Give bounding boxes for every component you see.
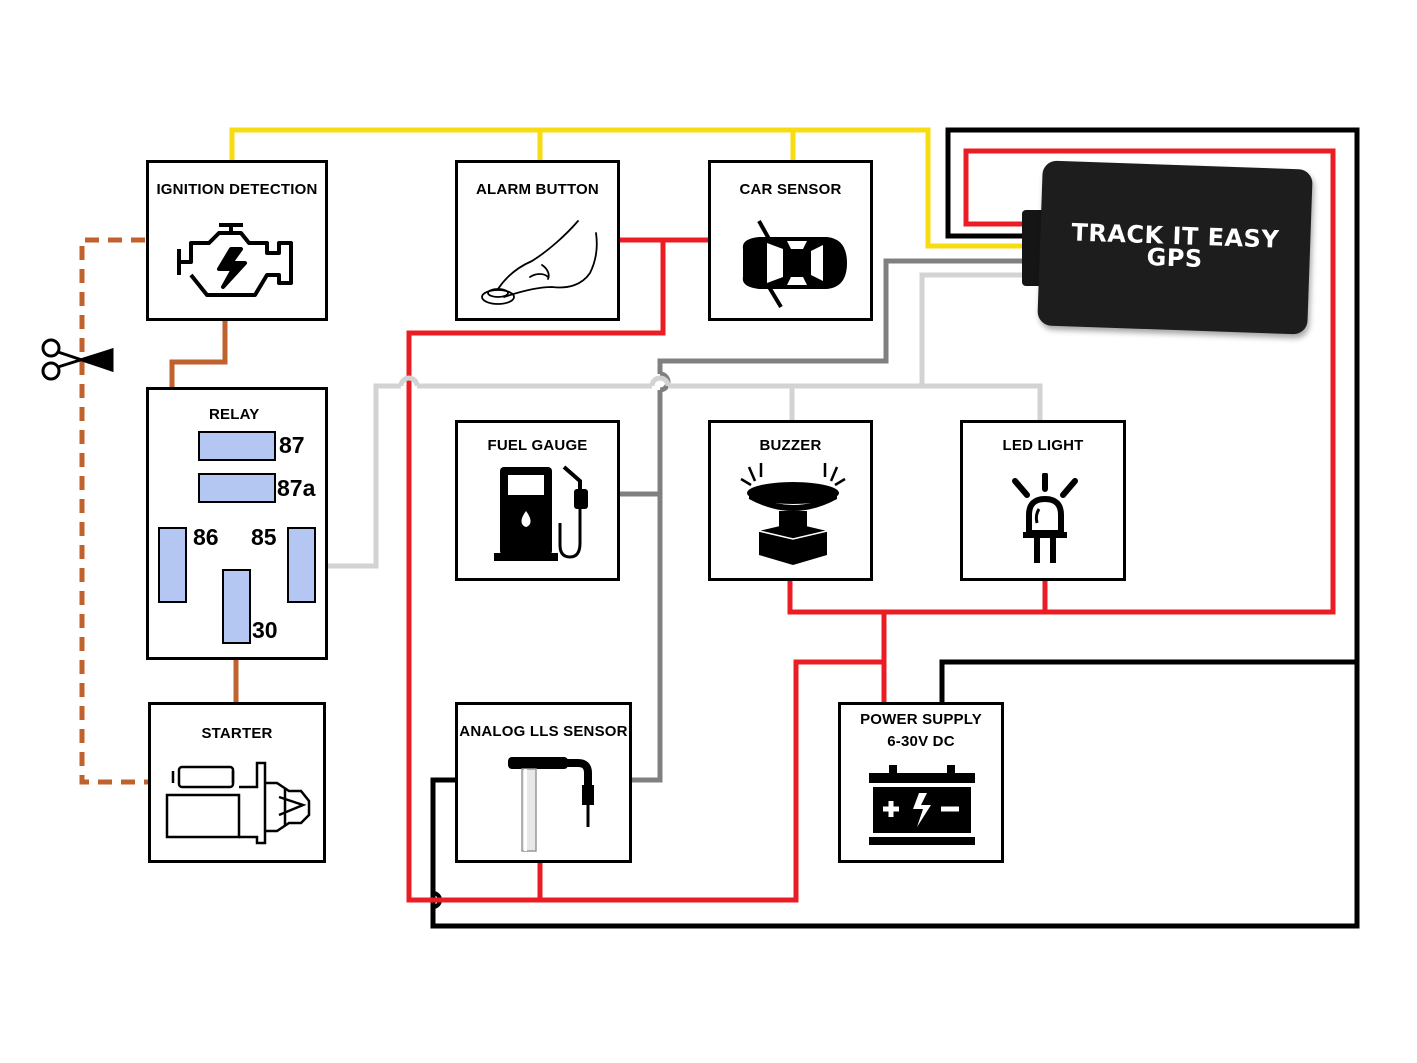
power-supply-box: POWER SUPPLY 6-30V DC	[838, 702, 1004, 863]
power-supply-title-line2: 6-30V DC	[887, 733, 955, 750]
alarm-button-title: ALARM BUTTON	[476, 181, 599, 198]
fuel-gauge-box: FUEL GAUGE	[455, 420, 620, 581]
relay-pin-30	[222, 569, 251, 644]
relay-pin-87a-label: 87a	[277, 475, 316, 501]
relay-pin-87-label: 87	[279, 432, 305, 458]
starter-title: STARTER	[201, 725, 273, 742]
relay-pin-86-label: 86	[193, 524, 219, 550]
led-light-box: LED LIGHT	[960, 420, 1126, 581]
wire-inputs	[620, 258, 1026, 783]
car-icon	[742, 220, 847, 309]
wire-outputs	[316, 272, 1043, 569]
finger-press-icon	[481, 220, 598, 305]
starter-motor-icon	[165, 761, 311, 845]
relay-pin-85	[287, 527, 316, 603]
battery-icon	[869, 765, 975, 845]
gps-tracker-device: TRACK IT EASY GPS	[1037, 160, 1313, 335]
fuel-gauge-title: FUEL GAUGE	[487, 437, 588, 454]
gps-brand-label: TRACK IT EASY GPS	[1039, 218, 1310, 273]
relay-pin-85-label: 85	[251, 524, 277, 550]
analog-lls-sensor-title: ANALOG LLS SENSOR	[459, 723, 628, 740]
engine-icon	[177, 223, 293, 297]
car-sensor-title: CAR SENSOR	[739, 181, 842, 198]
led-light-title: LED LIGHT	[1002, 437, 1084, 454]
wire-cut-ignition	[79, 237, 150, 785]
buzzer-title: BUZZER	[759, 437, 822, 454]
analog-lls-sensor-box: ANALOG LLS SENSOR	[455, 702, 632, 863]
scissors-icon	[41, 338, 114, 381]
fuel-pump-icon	[494, 465, 588, 561]
wire-power-sensors	[406, 237, 884, 903]
ignition-detection-title: IGNITION DETECTION	[156, 181, 318, 198]
starter-box: STARTER	[148, 702, 326, 863]
relay-pin-30-label: 30	[252, 617, 278, 643]
wire-ground	[430, 127, 1360, 929]
buzzer-icon	[740, 463, 846, 565]
relay-title: RELAY	[209, 406, 260, 423]
wire-ignition-bus	[229, 127, 1026, 249]
power-supply-title-line1: POWER SUPPLY	[860, 711, 982, 728]
relay-pin-87a	[198, 473, 276, 503]
level-sensor-icon	[508, 757, 594, 852]
car-sensor-box: CAR SENSOR	[708, 160, 873, 321]
ignition-detection-box: IGNITION DETECTION	[146, 160, 328, 321]
alarm-button-box: ALARM BUTTON	[455, 160, 620, 321]
led-light-icon	[1012, 473, 1078, 563]
wire-power-gps	[787, 148, 1336, 705]
relay-pin-87	[198, 431, 276, 461]
relay-pin-86	[158, 527, 187, 603]
buzzer-box: BUZZER	[708, 420, 873, 581]
wire-outputs-hop	[398, 375, 671, 387]
